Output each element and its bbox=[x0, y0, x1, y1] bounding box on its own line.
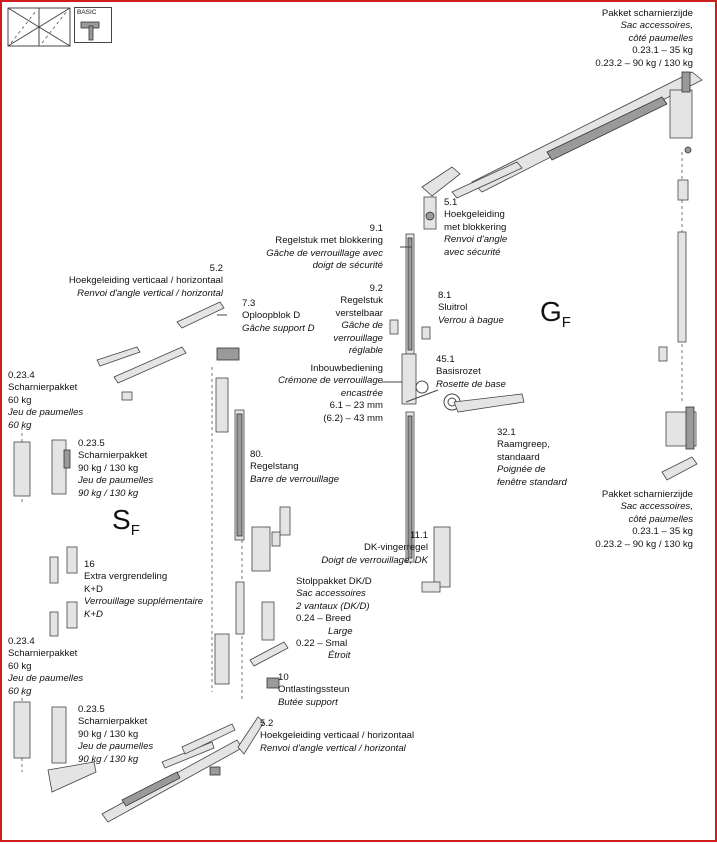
basic-badge: BASIC bbox=[74, 7, 112, 43]
label-7-3: 7.3 Oploopblok D Gâche support D bbox=[242, 298, 315, 334]
label-16: 16 Extra vergrendeling K+D Verrouillage … bbox=[84, 559, 204, 620]
label-5-1: 5.1 Hoekgeleiding met blokkering Renvoi … bbox=[444, 197, 508, 258]
window-type-icon bbox=[7, 7, 71, 47]
leader-lines bbox=[217, 246, 439, 403]
label-10: 10 Ontlastingssteun Butée support bbox=[278, 672, 350, 708]
basic-label: BASIC bbox=[77, 9, 97, 16]
label-32-1: 32.1 Raamgreep, standaard Poignée de fen… bbox=[497, 427, 567, 488]
label-45-1: 45.1 Basisrozet Rosette de base bbox=[436, 354, 506, 390]
left-hinges bbox=[13, 439, 97, 793]
sash-label-sf: SF bbox=[112, 504, 140, 540]
label-5-2-top: 5.2 Hoekgeleiding verticaal / horizontaa… bbox=[68, 263, 223, 299]
label-stolppakket: Stolppakket DK/D Sac accessoires 2 vanta… bbox=[296, 576, 372, 662]
label-11-1: 11.1 DK-vingerregel Doigt de verrouillag… bbox=[321, 530, 428, 566]
label-0-23-4-upper: 0.23.4 Scharnierpakket 60 kg Jeu de paum… bbox=[8, 370, 84, 431]
label-5-2-bottom: 5.2 Hoekgeleiding verticaal / horizontaa… bbox=[260, 718, 415, 754]
label-pakket-bottom: Pakket scharnierzijde Sac accessoires, c… bbox=[595, 489, 693, 550]
label-0-23-5-upper: 0.23.5 Scharnierpakket 90 kg / 130 kg Je… bbox=[78, 438, 154, 499]
left-upper-parts bbox=[96, 301, 240, 401]
label-8-1: 8.1 Sluitrol Verrou à bague bbox=[438, 290, 504, 326]
label-inbouwbediening: Inbouwbediening Crémone de verrouillage … bbox=[277, 363, 383, 424]
sash-label-gf: GF bbox=[540, 296, 571, 332]
frame-right-parts bbox=[658, 152, 698, 481]
top-stay-arm bbox=[451, 71, 703, 199]
label-0-23-5-lower: 0.23.5 Scharnierpakket 90 kg / 130 kg Je… bbox=[78, 704, 154, 765]
label-9-1: 9.1 Regelstuk met blokkering Gâche de ve… bbox=[266, 223, 383, 272]
label-0-23-4-lower: 0.23.4 Scharnierpakket 60 kg Jeu de paum… bbox=[8, 636, 84, 697]
corner-guide-5-1 bbox=[421, 166, 461, 230]
label-9-2: 9.2 Regelstuk verstelbaar Gâche de verro… bbox=[333, 283, 383, 357]
label-80: 80. Regelstang Barre de verrouillage bbox=[250, 449, 340, 485]
bottom-rails bbox=[101, 716, 265, 823]
hammer-icon bbox=[80, 21, 100, 41]
label-pakket-top: Pakket scharnierzijde Sac accessoires, c… bbox=[595, 8, 693, 69]
locking-bar bbox=[214, 377, 291, 689]
center-rods bbox=[389, 233, 525, 593]
